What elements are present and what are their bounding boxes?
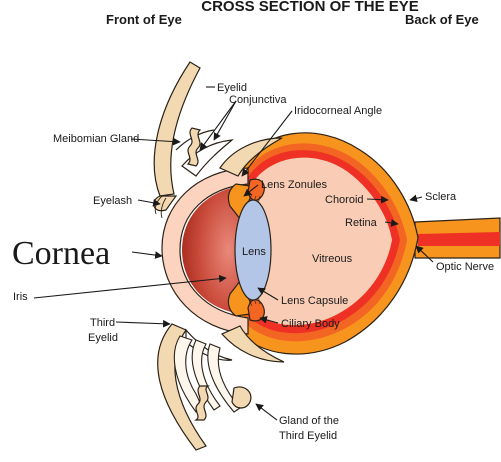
label-gland-third-eyelid-line1: Gland of the [279,415,339,427]
label-iris: Iris [13,291,28,303]
label-iridocorneal-angle: Iridocorneal Angle [294,105,382,117]
label-third-eyelid-line2: Eyelid [88,332,118,344]
label-retina: Retina [345,217,378,229]
optic-nerve [415,218,500,258]
label-optic-nerve: Optic Nerve [436,261,494,273]
meibomian-gland [188,128,200,166]
label-sclera: Sclera [425,191,457,203]
label-eyelid: Eyelid [217,82,247,94]
label-vitreous: Vitreous [312,253,353,265]
diagram-title: CROSS SECTION OF THE EYE [201,0,419,15]
label-choroid: Choroid [325,194,364,206]
label-lens-capsule: Lens Capsule [281,295,348,307]
gland-of-third-eyelid [232,387,251,408]
label-lens: Lens [242,246,266,258]
label-cornea: Cornea [12,235,110,272]
label-gland-third-eyelid-line2: Third Eyelid [279,430,337,442]
label-lens-zonules: Lens Zonules [261,179,328,191]
label-eyelash: Eyelash [93,195,132,207]
label-ciliary-body: Ciliary Body [281,318,340,330]
header-back-of-eye: Back of Eye [405,12,479,27]
header-front-of-eye: Front of Eye [106,12,182,27]
label-conjunctiva: Conjunctiva [229,94,287,106]
label-third-eyelid-line1: Third [90,317,115,329]
label-meibomian-gland: Meibomian Gland [53,133,139,145]
